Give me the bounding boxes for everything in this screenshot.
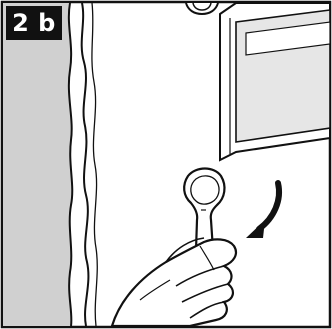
step-badge: 2 b	[6, 6, 62, 40]
wall-cutout	[3, 3, 72, 326]
appliance	[220, 3, 330, 160]
